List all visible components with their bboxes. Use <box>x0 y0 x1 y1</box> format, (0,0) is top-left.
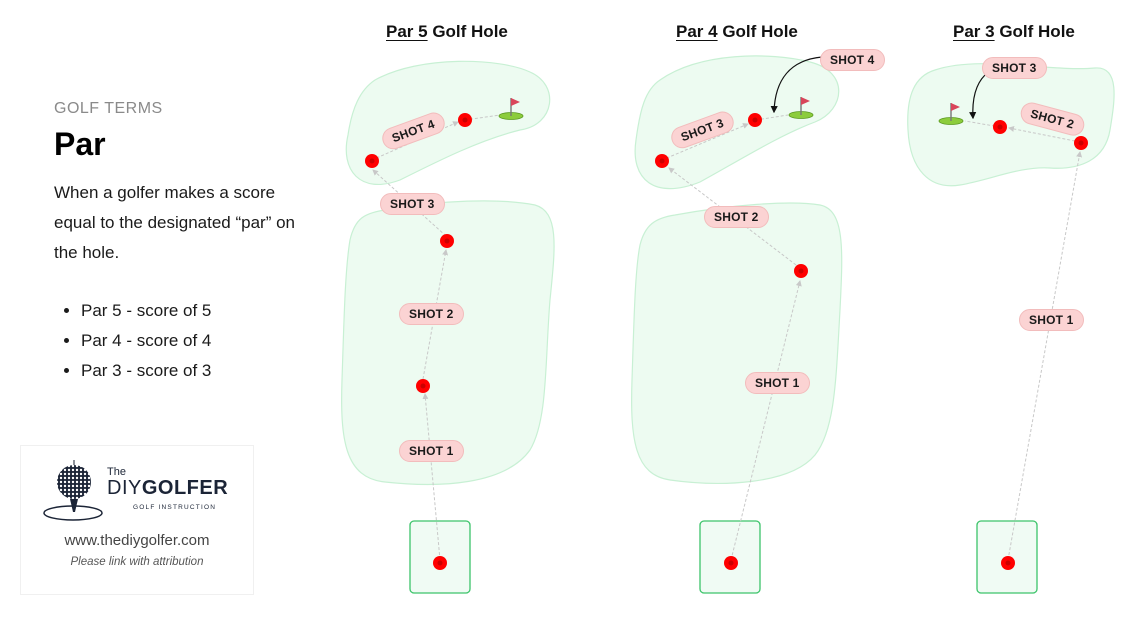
section-eyebrow: GOLF TERMS <box>54 100 163 117</box>
par3-shot-label: SHOT 1 <box>1019 309 1084 331</box>
par3-green-area <box>907 63 1115 187</box>
par4-title-rest: Golf Hole <box>717 22 798 41</box>
logo-diy: DIY <box>107 477 142 499</box>
ball-position-icon <box>1001 556 1015 570</box>
ball-position-icon <box>433 556 447 570</box>
par5-title-par: Par 5 <box>386 22 428 41</box>
par-list: Par 5 - score of 5 Par 4 - score of 4 Pa… <box>60 296 211 386</box>
par4-shot-label: SHOT 1 <box>745 372 810 394</box>
logo-wordmark: DIYGOLFER <box>107 477 228 500</box>
par4-title: Par 4 Golf Hole <box>676 22 798 42</box>
par3-hole <box>907 63 1115 594</box>
par-list-item: Par 3 - score of 3 <box>81 356 211 386</box>
par5-hole <box>341 60 555 594</box>
par3-shot-label: SHOT 3 <box>982 57 1047 79</box>
page-title: Par <box>54 126 106 162</box>
logo-golfer: GOLFER <box>141 477 229 499</box>
par5-shot-label: SHOT 2 <box>399 303 464 325</box>
ball-position-icon <box>365 154 379 168</box>
par-list-item: Par 5 - score of 5 <box>81 296 211 326</box>
par4-green-area <box>634 55 840 190</box>
par5-title: Par 5 Golf Hole <box>386 22 508 42</box>
ball-position-icon <box>748 113 762 127</box>
par5-title-rest: Golf Hole <box>427 22 508 41</box>
ball-position-icon <box>416 379 430 393</box>
par4-title-par: Par 4 <box>676 22 718 41</box>
par-list-item: Par 4 - score of 4 <box>81 326 211 356</box>
par3-title: Par 3 Golf Hole <box>953 22 1075 42</box>
par3-title-par: Par 3 <box>953 22 995 41</box>
ball-position-icon <box>724 556 738 570</box>
logo-subtitle: GOLF INSTRUCTION <box>133 504 217 511</box>
ball-position-icon <box>440 234 454 248</box>
par4-hole <box>631 55 843 594</box>
par4-shot-label: SHOT 2 <box>704 206 769 228</box>
branding-card: The DIYGOLFER GOLF INSTRUCTION www.thedi… <box>20 445 254 595</box>
par4-fairway <box>631 202 843 484</box>
ball-position-icon <box>993 120 1007 134</box>
ball-position-icon <box>794 264 808 278</box>
par3-title-rest: Golf Hole <box>994 22 1075 41</box>
ball-position-icon <box>655 154 669 168</box>
par5-fairway <box>341 200 555 486</box>
par5-green-area <box>345 60 551 185</box>
website-link[interactable]: www.thediygolfer.com <box>64 532 210 549</box>
logo-the: The <box>107 466 126 478</box>
par5-shot-label: SHOT 3 <box>380 193 445 215</box>
par4-shot-label: SHOT 4 <box>820 49 885 71</box>
ball-position-icon <box>458 113 472 127</box>
definition-text: When a golfer makes a score equal to the… <box>54 183 296 262</box>
golf-ball-logo-icon <box>43 460 103 521</box>
par5-shot-label: SHOT 1 <box>399 440 464 462</box>
attribution-note: Please link with attribution <box>70 556 204 568</box>
ball-position-icon <box>1074 136 1088 150</box>
